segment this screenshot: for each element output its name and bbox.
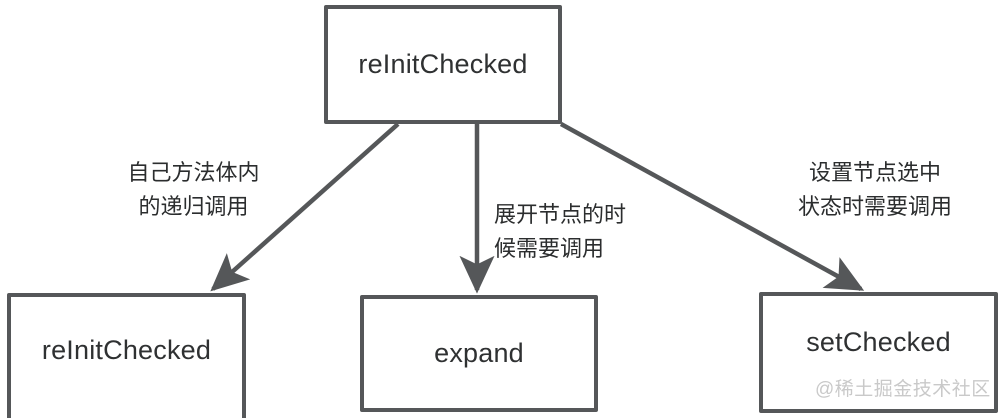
node-expand[interactable]: expand [360,295,598,412]
node-reinit-checked-label: reInitChecked [41,334,212,365]
node-expand-label: expand [434,338,524,368]
edge-root-reinit-label-line-1: 自己方法体内 [127,160,260,185]
edge-root-setchecked-label-line-2: 状态时需要调用 [797,194,952,220]
edge-root-setchecked-line [559,122,865,291]
edge-root-reinit-label: 自己方法体内 的递归调用 [96,156,291,224]
edge-root-setchecked-label-line-1: 设置节点选中 [808,160,941,185]
node-reinit-checked[interactable]: reInitChecked [7,293,246,418]
edge-root-reinit-line [210,122,400,292]
node-set-checked[interactable]: setChecked [759,292,998,413]
watermark: @稀土掘金技术社区 [815,379,991,400]
edge-root-expand-label-line-2: 候需要调用 [494,236,605,262]
edge-root-reinit-label-line-2: 的递归调用 [138,194,249,220]
node-set-checked-label: setChecked [806,327,951,357]
edge-root-expand-label: 展开节点的时 候需要调用 [494,198,649,266]
node-root-label: reInitChecked [358,49,528,79]
edge-root-setchecked-label: 设置节点选中 状态时需要调用 [765,156,985,224]
node-root[interactable]: reInitChecked [324,5,562,124]
edge-root-expand-label-line-1: 展开节点的时 [494,202,627,227]
